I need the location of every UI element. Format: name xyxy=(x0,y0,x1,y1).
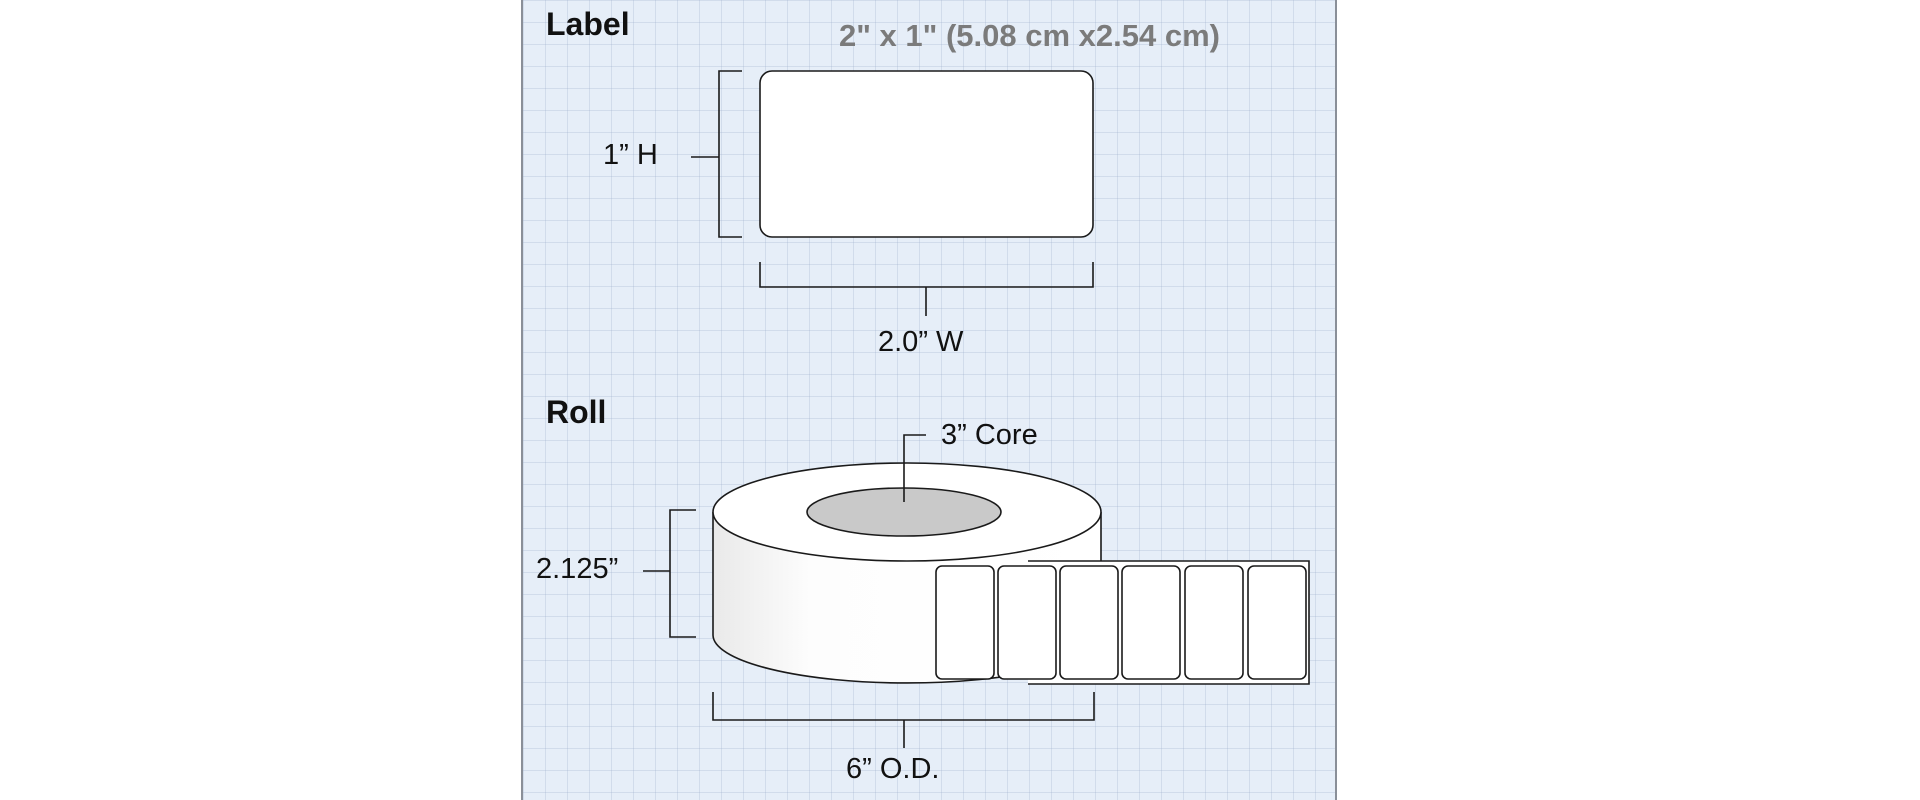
strip-label xyxy=(1247,565,1307,680)
strip-labels xyxy=(935,565,1307,680)
core-leader xyxy=(903,434,926,502)
diagram-drawing xyxy=(643,70,1310,748)
label-width-text: 2.0” W xyxy=(878,326,964,358)
strip-label xyxy=(1121,565,1181,680)
label-roll-diagram: Label 2" x 1" (5.08 cm x2.54 cm) 1” H 2.… xyxy=(521,0,1337,800)
label-spec-text: 2" x 1" (5.08 cm x2.54 cm) xyxy=(839,18,1220,53)
strip-label xyxy=(935,565,995,680)
label-width-bracket xyxy=(759,262,1094,316)
roll-core-text: 3” Core xyxy=(941,419,1038,451)
roll-width-text: 2.125” xyxy=(536,553,619,585)
label-height-bracket xyxy=(691,70,742,238)
strip-label xyxy=(997,565,1057,680)
label-outline xyxy=(759,70,1094,238)
roll-width-bracket xyxy=(643,509,696,638)
roll-od-text: 6” O.D. xyxy=(846,753,940,785)
strip-label xyxy=(1059,565,1119,680)
strip-label xyxy=(1184,565,1244,680)
roll-od-bracket xyxy=(712,692,1095,748)
roll-heading: Roll xyxy=(546,394,607,430)
label-height-text: 1” H xyxy=(603,139,658,171)
label-heading: Label xyxy=(546,6,630,42)
